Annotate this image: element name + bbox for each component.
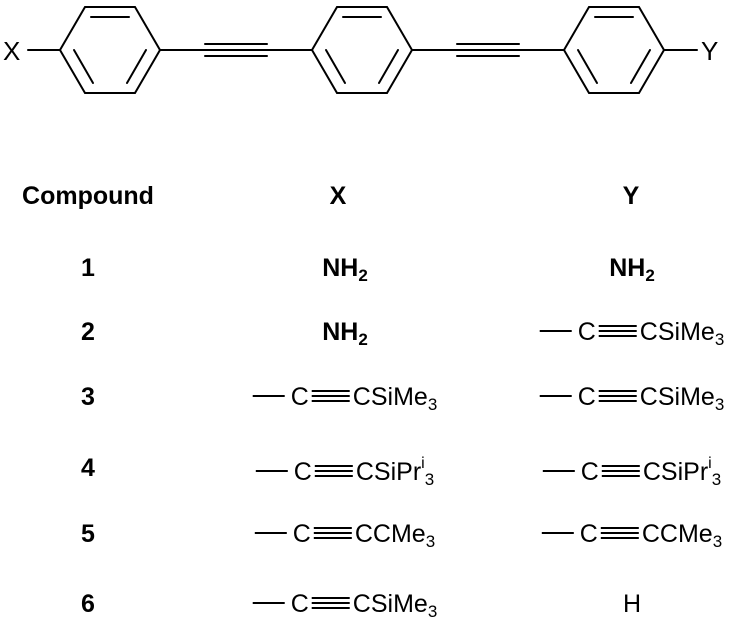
carbon-atom: C bbox=[290, 590, 309, 618]
subscript: 3 bbox=[427, 395, 438, 414]
single-bond-dash bbox=[252, 395, 285, 397]
subscript: 3 bbox=[712, 532, 723, 551]
subscript: 3 bbox=[425, 532, 436, 551]
carbon-atom: C bbox=[355, 458, 374, 486]
carbon-atom: C bbox=[577, 318, 596, 346]
subscript: 3 bbox=[714, 395, 725, 414]
group-label: SiMe bbox=[370, 590, 428, 618]
cell-y: NH2 bbox=[609, 254, 655, 285]
triple-bond bbox=[598, 325, 637, 337]
compound-number: 2 bbox=[81, 318, 95, 346]
nh2-subscript: 2 bbox=[358, 266, 368, 285]
single-bond-dash bbox=[255, 470, 288, 472]
carbon-atom: C bbox=[580, 458, 599, 486]
superscript: i bbox=[421, 455, 425, 472]
group-label: SiPr bbox=[660, 458, 709, 486]
triple-bond bbox=[314, 465, 353, 477]
carbon-atom: C bbox=[293, 458, 312, 486]
triple-bond bbox=[311, 390, 350, 402]
alkyne-left bbox=[159, 43, 313, 57]
single-bond-dash bbox=[254, 532, 287, 534]
carbon-atom: C bbox=[579, 520, 598, 548]
subscript: 3 bbox=[714, 330, 725, 349]
triple-bond bbox=[313, 527, 352, 539]
tolane-structure: X Y bbox=[3, 6, 718, 94]
cell-x: NH2 bbox=[322, 254, 368, 285]
compound-number: 6 bbox=[81, 590, 95, 618]
group-label: SiMe bbox=[370, 383, 428, 411]
group-label: CMe bbox=[372, 520, 426, 548]
carbon-atom: C bbox=[352, 590, 371, 618]
single-bond-dash bbox=[252, 602, 285, 604]
carbon-atom: C bbox=[639, 318, 658, 346]
carbon-atom: C bbox=[641, 520, 660, 548]
single-bond-dash bbox=[541, 532, 574, 534]
carbon-atom: C bbox=[352, 383, 371, 411]
substituent-y-label: Y bbox=[701, 36, 718, 66]
carbon-atom: C bbox=[292, 520, 311, 548]
header-y: Y bbox=[622, 182, 640, 210]
nh2-base: NH bbox=[322, 318, 359, 346]
compound-number: 1 bbox=[81, 254, 95, 282]
compound-number: 4 bbox=[81, 454, 95, 482]
carbon-atom: C bbox=[642, 458, 661, 486]
triple-bond bbox=[601, 465, 640, 477]
nh2-subscript: 2 bbox=[645, 266, 655, 285]
alkyne-right bbox=[411, 43, 565, 57]
triple-bond bbox=[600, 527, 639, 539]
group-label: CMe bbox=[659, 520, 713, 548]
single-bond-dash bbox=[539, 330, 572, 332]
substituent-x-label: X bbox=[3, 36, 20, 66]
compound-number: 3 bbox=[81, 383, 95, 411]
header-x: X bbox=[329, 182, 347, 210]
group-label: SiPr bbox=[373, 458, 422, 486]
subscript: 3 bbox=[424, 470, 435, 489]
group-label: SiMe bbox=[657, 383, 715, 411]
header-compound: Compound bbox=[22, 182, 154, 210]
carbon-atom: C bbox=[577, 383, 596, 411]
triple-bond bbox=[598, 390, 637, 402]
compound-number: 5 bbox=[81, 520, 95, 548]
carbon-atom: C bbox=[354, 520, 373, 548]
superscript: i bbox=[708, 455, 712, 472]
triple-bond bbox=[311, 597, 350, 609]
carbon-atom: C bbox=[639, 383, 658, 411]
cell-y: H bbox=[622, 590, 642, 618]
carbon-atom: C bbox=[290, 383, 309, 411]
nh2-subscript: 2 bbox=[358, 330, 368, 349]
subscript: 3 bbox=[711, 470, 722, 489]
nh2-base: NH bbox=[609, 254, 646, 282]
single-bond-dash bbox=[539, 395, 572, 397]
subscript: 3 bbox=[427, 602, 438, 621]
nh2-base: NH bbox=[322, 254, 359, 282]
group-label: SiMe bbox=[657, 318, 715, 346]
single-bond-dash bbox=[542, 470, 575, 472]
cell-x: NH2 bbox=[322, 318, 368, 349]
